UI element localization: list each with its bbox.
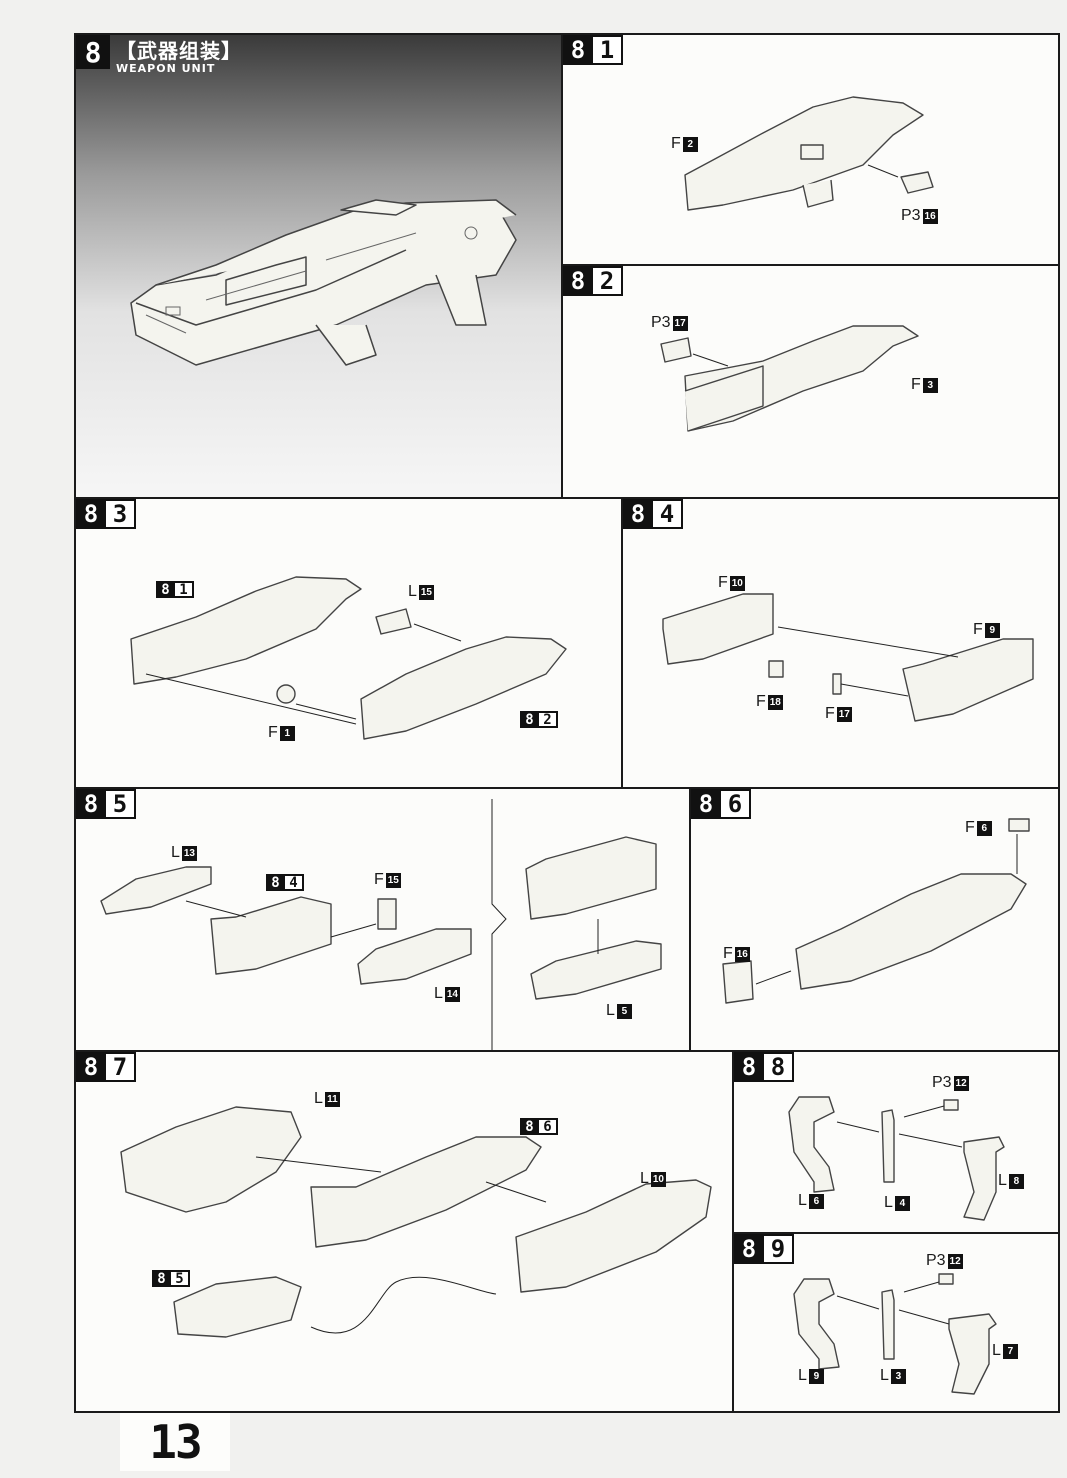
step-8-7-illustration bbox=[120, 1106, 712, 1338]
weapon-hero-panel: 8 【武器组装】 WEAPON UNIT bbox=[74, 33, 563, 499]
section-number: 8 bbox=[76, 35, 110, 69]
section-title-en: WEAPON UNIT bbox=[116, 62, 216, 75]
step-8-9-illustration bbox=[793, 1273, 997, 1395]
step-8-2-illustration bbox=[660, 325, 919, 432]
step-8-4-illustration bbox=[662, 593, 1034, 722]
page-number: 13 bbox=[120, 1413, 230, 1471]
assembled-weapon-illustration bbox=[130, 199, 517, 366]
step-8-6-illustration bbox=[722, 818, 1030, 1004]
section-title-zh: 【武器组装】 bbox=[116, 39, 242, 63]
step-8-3-illustration bbox=[130, 576, 567, 740]
step-8-5-illustration bbox=[100, 799, 662, 1050]
step-8-1-illustration bbox=[684, 96, 934, 211]
step-8-8-illustration bbox=[788, 1096, 1005, 1221]
section-title: 8 【武器组装】 WEAPON UNIT bbox=[76, 35, 242, 75]
